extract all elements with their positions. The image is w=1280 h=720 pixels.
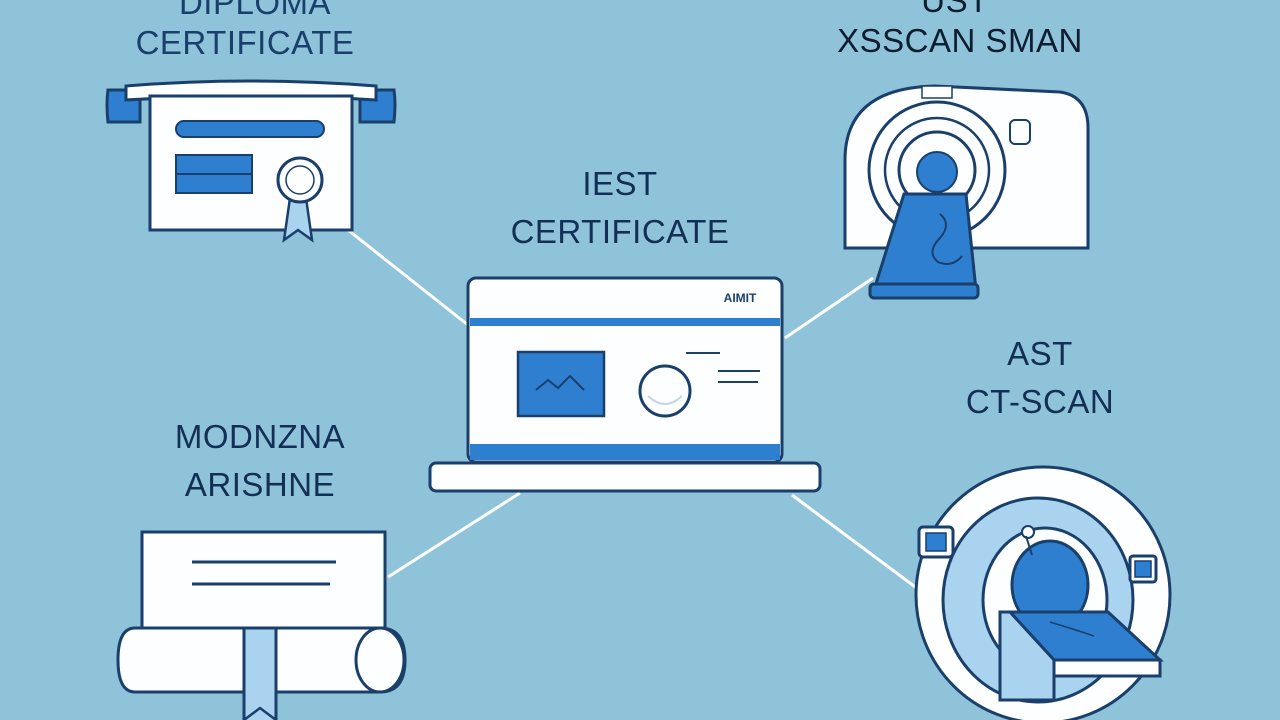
rolled-certificate-icon [116,530,407,720]
xscan-label: XSSCAN SMAN [837,22,1083,59]
connector-ct-laptop [791,493,931,600]
test-label-top: IEST [582,165,658,202]
diploma-label: CERTIFICATE [135,24,355,61]
connectors [347,228,931,600]
test-label: CERTIFICATE [510,213,730,250]
module-label: ARISHNE [184,466,336,503]
ast-label: CT-SCAN [965,383,1115,420]
ast-label-top: AST [1007,335,1073,372]
scroll-diploma-icon [105,79,397,243]
mri-scanner-icon [843,84,1090,300]
connector-module-laptop [387,491,521,579]
connector-xscan-laptop [784,276,874,340]
ct-scanner-icon [914,465,1172,720]
xscan-label-top: UST [921,0,989,19]
module-label-top: MODNZNA [174,418,346,455]
connector-diploma-laptop [347,228,469,327]
laptop-icon: AIMIT [428,276,822,493]
diploma-label-top: DIPLOMA [178,0,332,21]
laptop-screen-tag: AIMIT [724,291,757,305]
